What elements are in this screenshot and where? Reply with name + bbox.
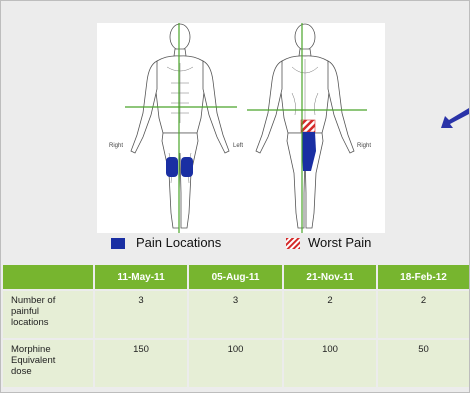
table-cell: 150 <box>95 340 187 387</box>
table-header-cell: 21-Nov-11 <box>284 265 376 289</box>
body-diagram: Right Left Right <box>97 23 385 233</box>
pain-locations-label: Pain Locations <box>136 235 221 250</box>
table-cell: 2 <box>284 291 376 338</box>
worst-pain-swatch <box>286 238 300 249</box>
front-body-figure <box>131 24 229 228</box>
row-label-painful-locations: Number of painful locations <box>3 291 93 338</box>
table-header-cell: 05-Aug-11 <box>189 265 282 289</box>
table-header-cell: 11-May-11 <box>95 265 187 289</box>
table-cell: 100 <box>189 340 282 387</box>
table-cell: 50 <box>378 340 469 387</box>
table-header-cell <box>3 265 93 289</box>
table-header-cell: 18-Feb-12 <box>378 265 469 289</box>
front-left-label: Left <box>233 143 243 149</box>
row-label-morphine-dose: Morphine Equivalent dose <box>3 340 93 387</box>
legend: Pain Locations Worst Pain <box>111 235 411 253</box>
table-cell: 100 <box>284 340 376 387</box>
table-header-row: 11-May-11 05-Aug-11 21-Nov-11 18-Feb-12 <box>3 265 469 289</box>
front-right-label: Right <box>109 143 123 149</box>
back-worst-pain-marker <box>301 120 315 132</box>
table-cell: 2 <box>378 291 469 338</box>
pain-locations-swatch <box>111 238 125 249</box>
worst-pain-label: Worst Pain <box>308 235 371 250</box>
table-row: Number of painful locations 3 3 2 2 <box>3 291 469 338</box>
body-diagram-panel: Right Left Right <box>97 23 385 233</box>
back-right-label: Right <box>357 143 371 149</box>
table-cell: 3 <box>95 291 187 338</box>
table-cell: 3 <box>189 291 282 338</box>
pointer-arrow-icon <box>441 106 469 136</box>
pain-summary-table: 11-May-11 05-Aug-11 21-Nov-11 18-Feb-12 … <box>1 263 470 389</box>
table-row: Morphine Equivalent dose 150 100 100 50 <box>3 340 469 387</box>
